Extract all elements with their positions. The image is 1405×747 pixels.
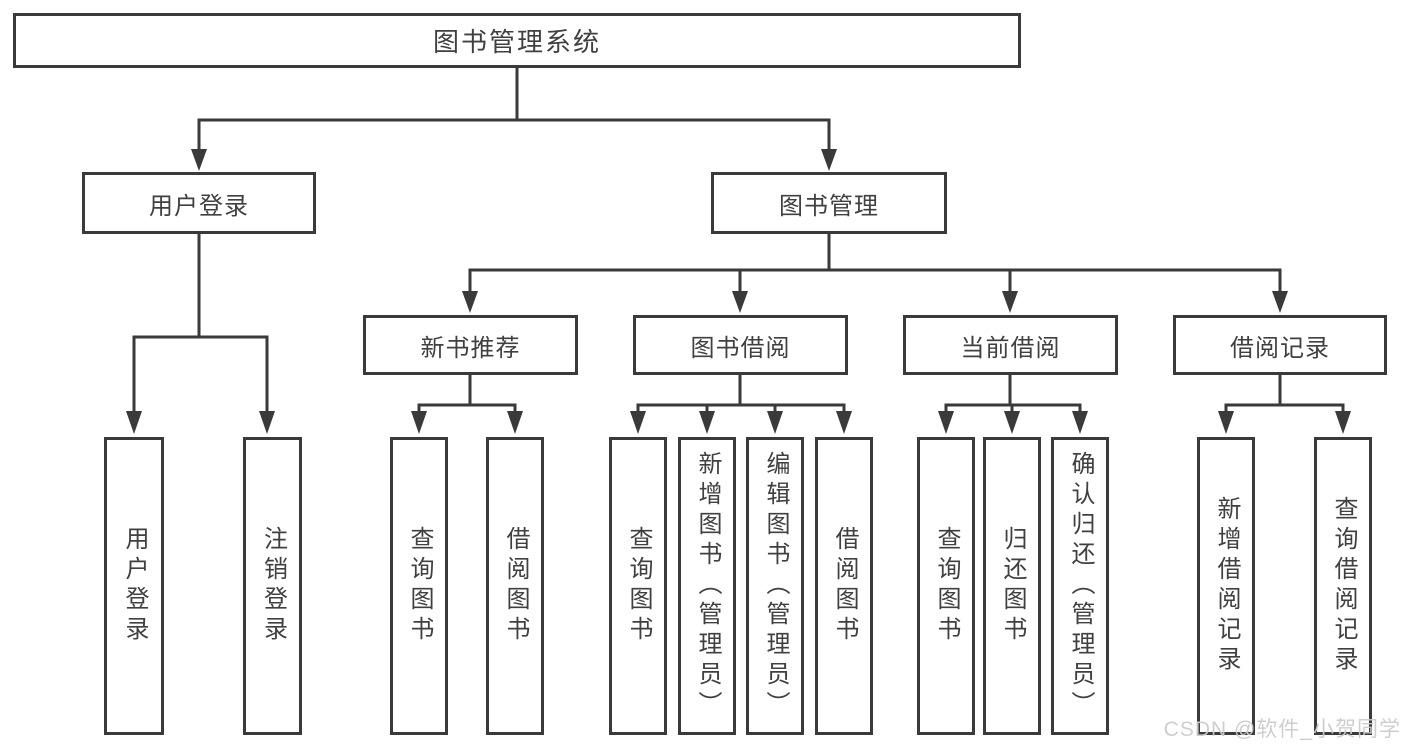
leaf-edit-book-admin: 编辑图书（管理员） — [746, 437, 804, 735]
leaf-label: 归还图书 — [999, 526, 1026, 646]
leaf-label: 新增图书（管理员） — [694, 451, 721, 721]
leaf-borrow-books: 借阅图书 — [815, 437, 873, 735]
leaf-label: 用户登录 — [121, 526, 148, 646]
leaf-label: 借阅图书 — [831, 526, 858, 646]
leaf-query-books-borrow: 查询图书 — [609, 437, 667, 735]
node-current-borrow: 当前借阅 — [903, 315, 1118, 375]
leaf-query-books-current: 查询图书 — [917, 437, 975, 735]
leaf-borrow-books-recommend: 借阅图书 — [486, 437, 544, 735]
arrowheads — [126, 149, 1351, 434]
leaf-label: 借阅图书 — [502, 526, 529, 646]
node-new-book-recommend: 新书推荐 — [363, 315, 578, 375]
csdn-watermark: CSDN @软件_小贺同学 — [1163, 718, 1401, 741]
node-root: 图书管理系统 — [13, 13, 1021, 68]
leaf-add-book-admin: 新增图书（管理员） — [678, 437, 736, 735]
leaf-label: 查询图书 — [933, 526, 960, 646]
leaf-logout: 注销登录 — [243, 437, 302, 735]
leaf-query-borrow-record: 查询借阅记录 — [1314, 437, 1372, 735]
leaf-label: 查询图书 — [406, 526, 433, 646]
leaf-confirm-return-admin: 确认归还（管理员） — [1051, 437, 1109, 735]
leaf-label: 编辑图书（管理员） — [762, 451, 789, 721]
leaf-label: 新增借阅记录 — [1213, 496, 1240, 676]
leaf-user-login: 用户登录 — [104, 437, 164, 735]
leaf-label: 注销登录 — [259, 526, 287, 646]
leaf-query-books-recommend: 查询图书 — [390, 437, 448, 735]
node-book-borrow: 图书借阅 — [633, 315, 848, 375]
leaf-return-book: 归还图书 — [983, 437, 1041, 735]
leaf-add-borrow-record: 新增借阅记录 — [1197, 437, 1255, 735]
leaf-label: 查询图书 — [625, 526, 652, 646]
node-user-login: 用户登录 — [82, 172, 316, 234]
leaf-label: 确认归还（管理员） — [1067, 451, 1094, 721]
node-borrow-records: 借阅记录 — [1173, 315, 1387, 375]
node-book-management: 图书管理 — [711, 172, 947, 234]
leaf-label: 查询借阅记录 — [1330, 496, 1357, 676]
